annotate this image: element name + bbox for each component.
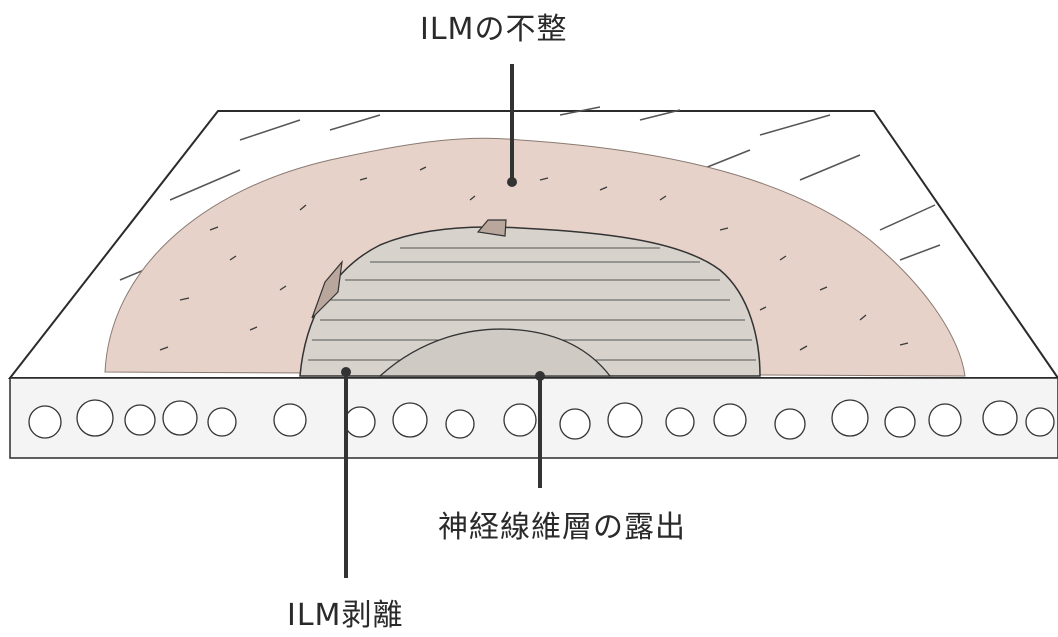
- label-nfl-exposure: 神経線維層の露出: [438, 502, 686, 546]
- label-ilm-peeling: ILM剥離: [287, 590, 403, 634]
- label-ilm-irregularity: ILMの不整: [420, 4, 567, 48]
